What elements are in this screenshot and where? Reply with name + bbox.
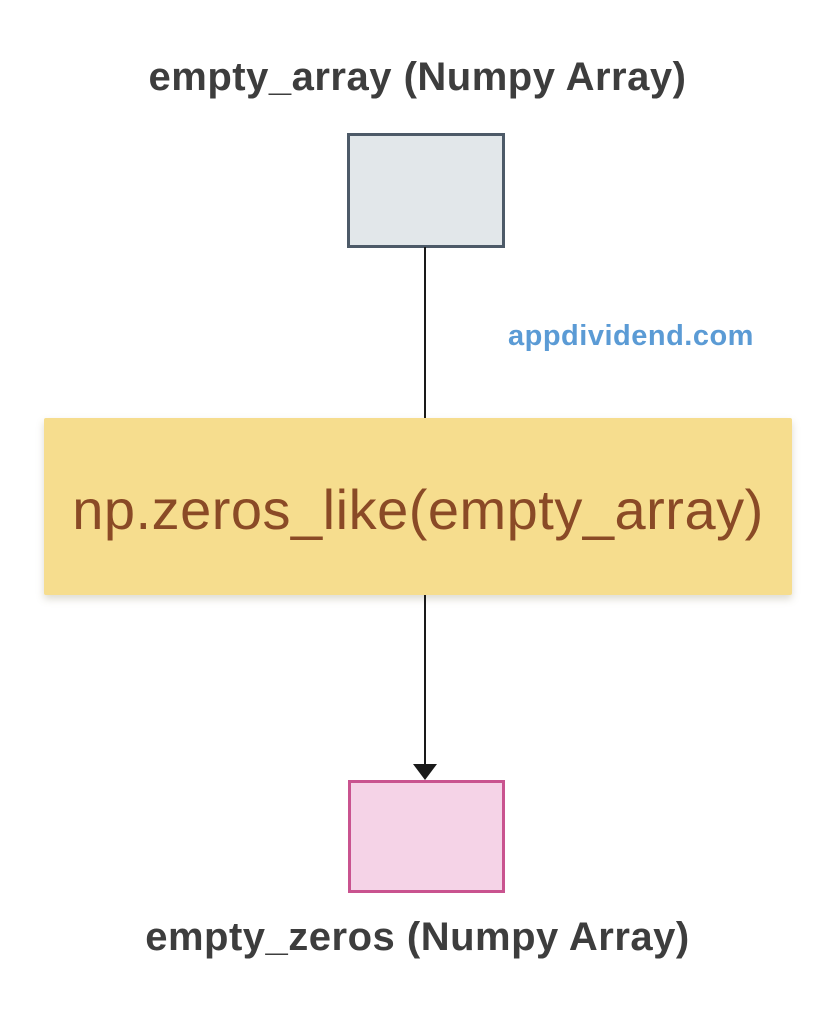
watermark-link[interactable]: appdividend.com bbox=[508, 320, 754, 352]
operation-code-label: np.zeros_like(empty_array) bbox=[72, 478, 764, 541]
operation-banner: np.zeros_like(empty_array) bbox=[44, 418, 792, 595]
source-array-label: empty_array (Numpy Array) bbox=[148, 55, 687, 99]
result-array-label: empty_zeros (Numpy Array) bbox=[145, 915, 690, 959]
connector-line-bottom bbox=[424, 595, 426, 765]
arrowhead-down-icon bbox=[413, 764, 437, 780]
result-array-box bbox=[348, 780, 505, 893]
source-array-box bbox=[347, 133, 505, 248]
connector-line-top bbox=[424, 247, 426, 418]
